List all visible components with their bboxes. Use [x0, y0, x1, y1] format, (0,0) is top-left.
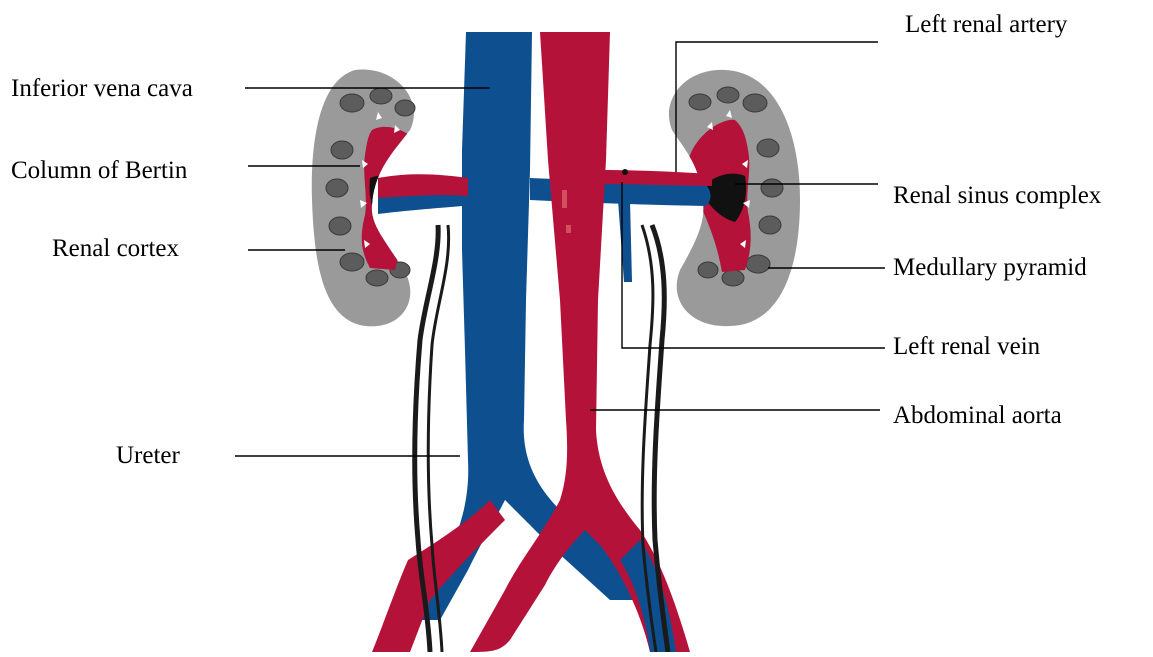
label-abdominal-aorta: Abdominal aorta [893, 402, 1062, 430]
gonadal-vein [618, 200, 632, 282]
label-inferior-vena-cava: Inferior vena cava [11, 75, 193, 103]
label-ureter: Ureter [116, 442, 180, 470]
label-left-renal-artery: Left renal artery [905, 11, 1067, 39]
right-renal-artery [378, 174, 468, 198]
label-renal-sinus-complex: Renal sinus complex [893, 182, 1101, 210]
left-renal-artery [600, 170, 712, 186]
label-column-of-bertin: Column of Bertin [11, 157, 187, 185]
label-left-renal-vein: Left renal vein [893, 333, 1040, 361]
label-renal-cortex: Renal cortex [52, 235, 179, 263]
label-medullary-pyramid: Medullary pyramid [893, 254, 1087, 282]
